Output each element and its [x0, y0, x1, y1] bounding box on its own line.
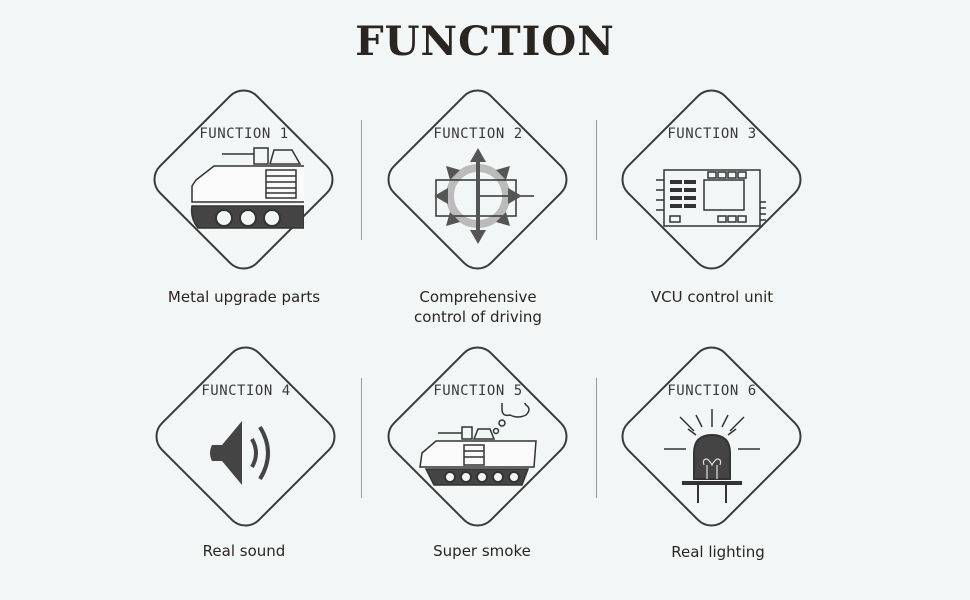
- divider: [361, 120, 362, 240]
- function-2-badge: FUNCTION 2: [378, 80, 578, 280]
- circuit-board-icon: [656, 169, 766, 227]
- speaker-icon: [210, 421, 270, 485]
- divider: [596, 378, 597, 498]
- function-label: FUNCTION 4: [201, 383, 291, 399]
- function-label: FUNCTION 2: [433, 126, 523, 142]
- function-3-badge: FUNCTION 3: [612, 80, 812, 280]
- function-label: FUNCTION 3: [667, 126, 757, 142]
- function-4-caption: Real sound: [202, 542, 286, 560]
- light-bulb-icon: [664, 409, 760, 503]
- divider: [361, 378, 362, 498]
- function-4-badge: FUNCTION 4: [146, 337, 346, 537]
- function-3-caption: VCU control unit: [650, 288, 774, 306]
- function-6-caption: Real lighting: [671, 543, 765, 561]
- caption-line: control of driving: [414, 308, 542, 326]
- function-label: FUNCTION 6: [667, 383, 757, 399]
- function-label: FUNCTION 5: [433, 383, 523, 399]
- function-label: FUNCTION 1: [199, 126, 289, 142]
- page-title: FUNCTION: [355, 18, 615, 65]
- divider: [596, 120, 597, 240]
- armored-vehicle-icon: [190, 147, 304, 229]
- smoking-vehicle-icon: [419, 403, 537, 486]
- function-1-badge: FUNCTION 1: [144, 80, 344, 280]
- function-2-caption: Comprehensive control of driving: [358, 287, 598, 327]
- caption-line: Comprehensive: [419, 288, 537, 306]
- function-5-badge: FUNCTION 5: [378, 337, 578, 537]
- function-5-caption: Super smoke: [433, 542, 531, 560]
- function-1-caption: Metal upgrade parts: [167, 288, 321, 306]
- drive-control-icon: [434, 148, 534, 244]
- function-6-badge: FUNCTION 6: [612, 337, 812, 537]
